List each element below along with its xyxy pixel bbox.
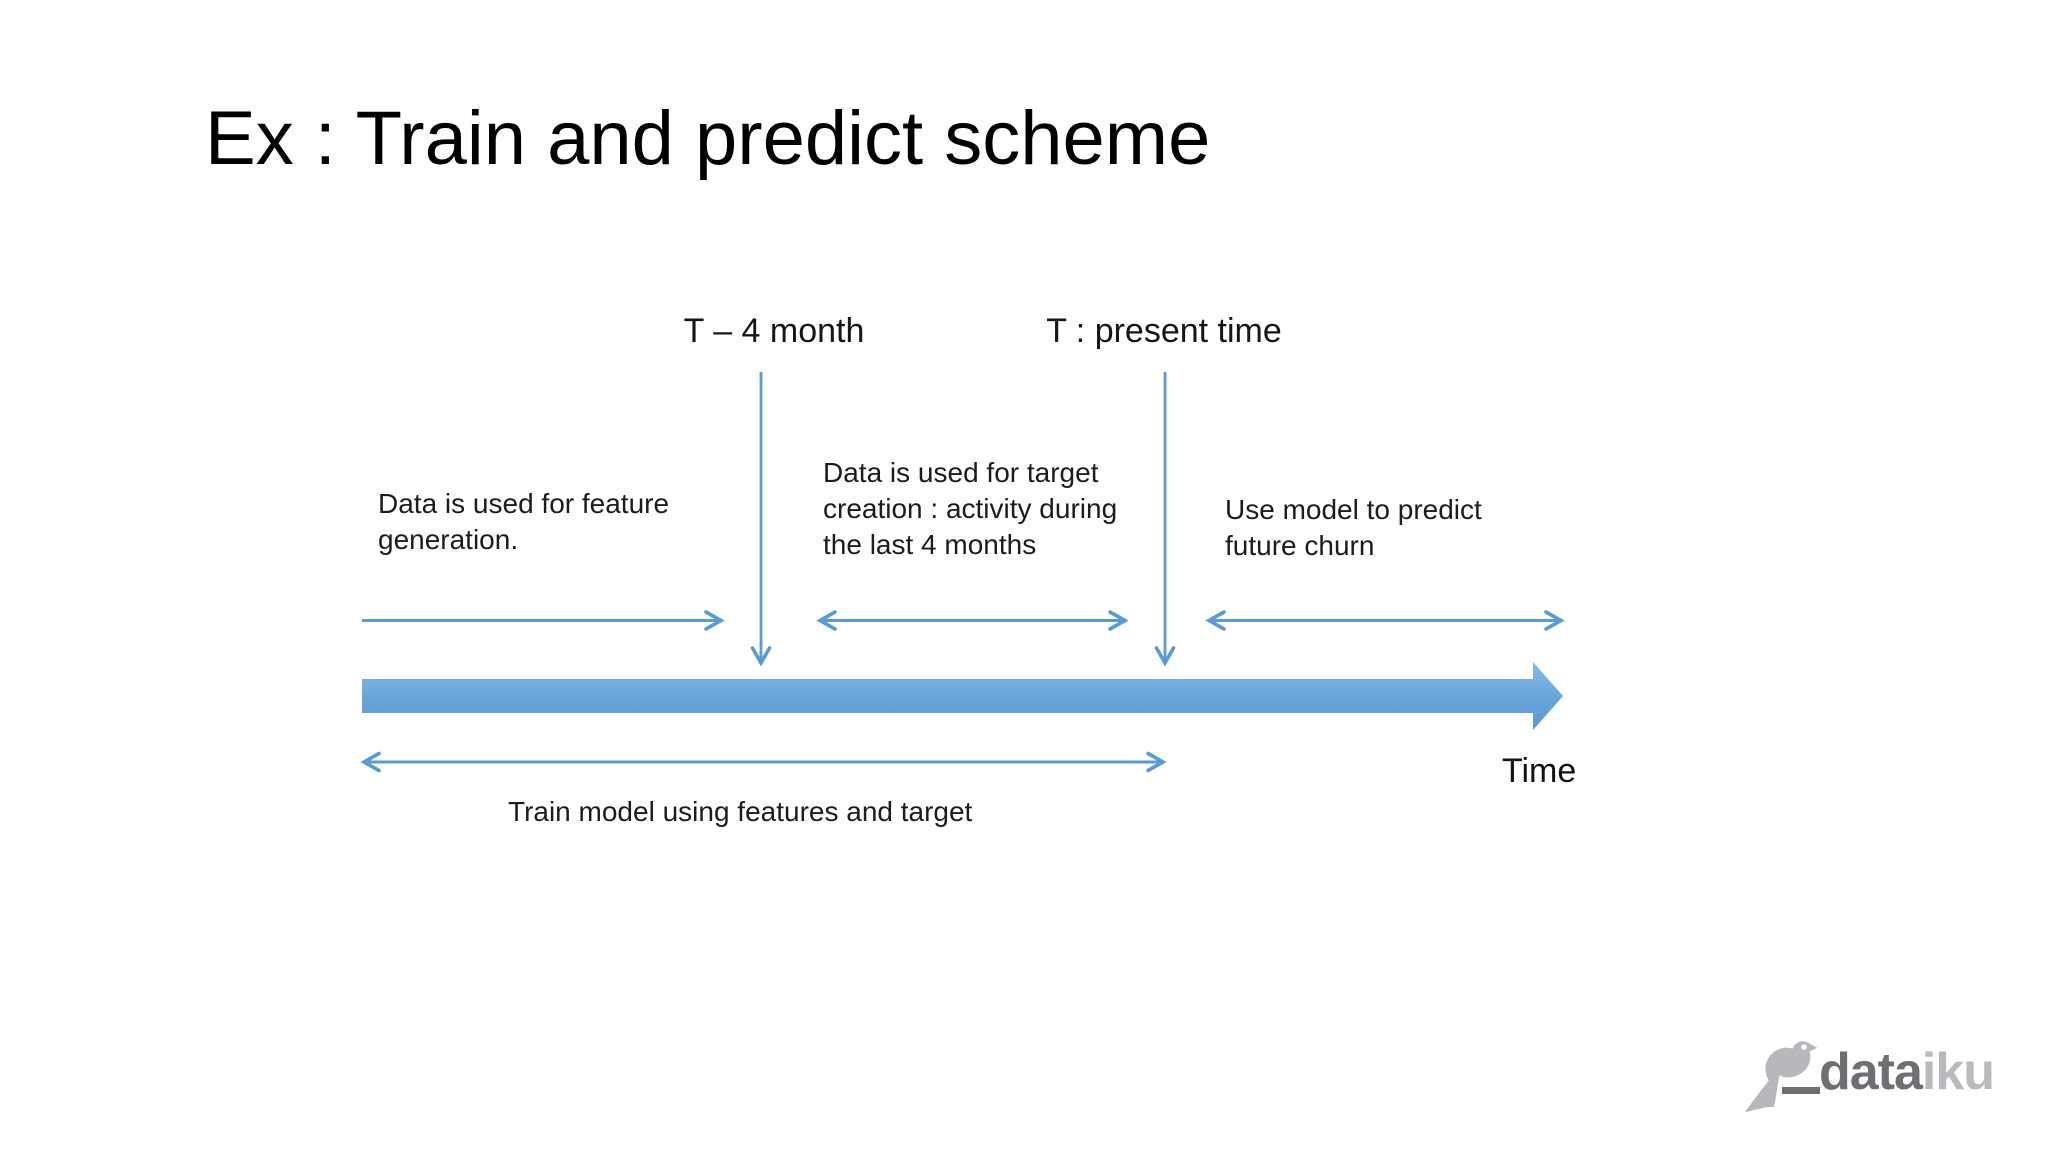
marker-label-t-minus-4: T – 4 month (683, 312, 865, 350)
dataiku-bird-icon (1745, 1041, 1818, 1113)
note-line: creation : activity during (823, 493, 1118, 524)
note-line: future churn (1225, 530, 1375, 561)
train-span-label: Train model using features and target (508, 796, 973, 827)
dataiku-wordmark: dataiku (1819, 1043, 1995, 1101)
note-line: Use model to predict (1225, 494, 1482, 525)
dataiku-wordmark-light: iku (1921, 1043, 1995, 1101)
note-target-creation: Data is used for target creation : activ… (823, 455, 1117, 563)
note-feature-generation: Data is used for feature generation. (378, 486, 669, 558)
dataiku-logo: dataiku (1742, 1038, 2042, 1118)
timeline-axis-arrow (362, 662, 1563, 730)
dataiku-underscore (1782, 1087, 1820, 1094)
note-predict-churn: Use model to predict future churn (1225, 492, 1482, 564)
time-axis-label: Time (1502, 752, 1577, 790)
note-line: Data is used for target (823, 457, 1099, 488)
note-line: the last 4 months (823, 529, 1037, 560)
marker-label-present-time: T : present time (1046, 312, 1282, 350)
note-line: generation. (378, 524, 519, 555)
note-line: Data is used for feature (378, 488, 670, 519)
slide-title: Ex : Train and predict scheme (205, 96, 1211, 181)
dataiku-wordmark-dark: data (1819, 1043, 1923, 1101)
